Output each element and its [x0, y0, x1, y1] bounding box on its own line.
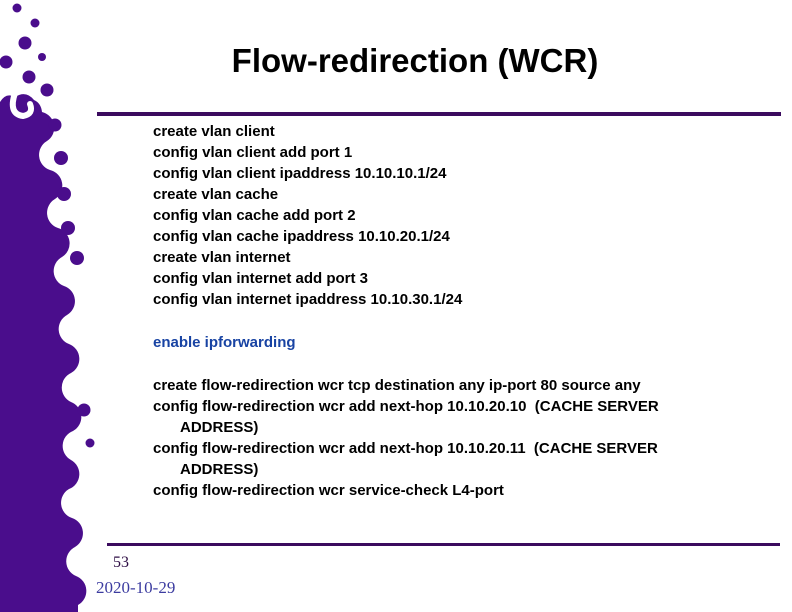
command-line: config flow-redirection wcr add next-hop… — [153, 440, 658, 457]
command-line-wrapped: ADDRESS) — [180, 419, 259, 436]
decoration-dot — [77, 403, 91, 417]
command-line: config flow-redirection wcr add next-hop… — [153, 398, 659, 415]
command-line: config vlan cache ipaddress 10.10.20.1/2… — [153, 228, 450, 245]
command-line-highlighted: enable ipforwarding — [153, 334, 296, 351]
command-line: create vlan cache — [153, 186, 279, 203]
command-line: config vlan client add port 1 — [153, 144, 353, 161]
decoration-dot — [40, 83, 54, 97]
decoration-dot — [70, 251, 84, 265]
command-line: config vlan client ipaddress 10.10.10.1/… — [153, 165, 447, 182]
page-number: 53 — [113, 554, 129, 571]
decoration-dot — [30, 18, 40, 28]
command-line: create vlan internet — [153, 249, 291, 266]
decoration-dot — [12, 3, 22, 13]
decoration-dot — [22, 70, 36, 84]
decoration-dot — [85, 438, 95, 448]
command-line: config vlan internet add port 3 — [153, 270, 369, 287]
decoration-dot — [61, 221, 75, 235]
decoration-dot — [48, 118, 62, 132]
decoration-dot — [38, 53, 46, 61]
decoration-blob — [0, 94, 87, 612]
decoration-dot — [0, 55, 13, 69]
decoration-dot — [18, 36, 32, 50]
footer-divider-line — [107, 543, 780, 546]
slide-date: 2020-10-29 — [96, 578, 176, 597]
left-decoration — [0, 3, 95, 612]
decoration-dot — [57, 187, 71, 201]
command-line-wrapped: ADDRESS) — [180, 461, 259, 478]
title-divider-line — [97, 112, 781, 116]
command-line: config flow-redirection wcr service-chec… — [153, 482, 504, 499]
command-line: config vlan internet ipaddress 10.10.30.… — [153, 291, 463, 308]
command-line: config vlan cache add port 2 — [153, 207, 356, 224]
command-line: create vlan client — [153, 123, 275, 140]
command-line: create flow-redirection wcr tcp destinat… — [153, 377, 641, 394]
slide-title: Flow-redirection (WCR) — [231, 42, 599, 79]
decoration-blob-notch — [9, 90, 35, 120]
slide-body: create vlan client config vlan client ad… — [153, 121, 753, 501]
decoration-dot — [54, 151, 68, 165]
